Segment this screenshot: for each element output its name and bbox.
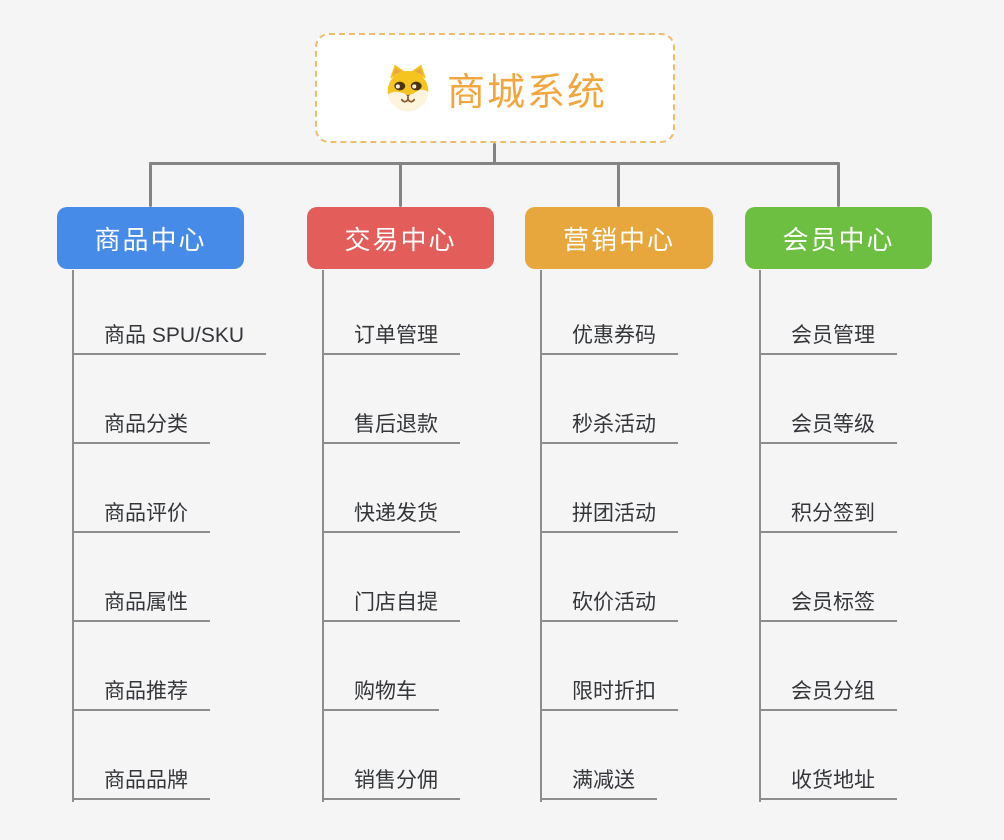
node-item[interactable]: 购物车: [322, 675, 439, 711]
branch-label: 交易中心: [344, 224, 457, 255]
connector-bus: [149, 162, 840, 165]
branch-node-marketing[interactable]: 营销中心: [525, 207, 713, 269]
root-node[interactable]: 商城系统: [315, 33, 675, 143]
node-item[interactable]: 商品 SPU/SKU: [72, 319, 267, 355]
node-item[interactable]: 商品品牌: [72, 764, 210, 800]
node-item[interactable]: 快递发货: [322, 497, 460, 533]
node-item[interactable]: 满减送: [540, 764, 657, 800]
branch-spine-marketing: [540, 270, 542, 802]
node-item[interactable]: 商品属性: [72, 586, 210, 622]
node-item[interactable]: 限时折扣: [540, 675, 678, 711]
node-item[interactable]: 门店自提: [322, 586, 460, 622]
node-item[interactable]: 会员管理: [759, 319, 897, 355]
root-title: 商城系统: [446, 71, 607, 114]
connector-drop-4: [837, 162, 840, 207]
connector-drop-1: [149, 162, 152, 207]
branch-label: 会员中心: [782, 224, 895, 255]
branch-spine-trade: [322, 270, 324, 802]
branch-label: 营销中心: [562, 224, 675, 255]
node-item[interactable]: 订单管理: [322, 319, 460, 355]
node-item[interactable]: 拼团活动: [540, 497, 678, 533]
node-item[interactable]: 秒杀活动: [540, 408, 678, 444]
node-item[interactable]: 销售分佣: [322, 764, 460, 800]
node-item[interactable]: 优惠券码: [540, 319, 678, 355]
branch-node-member[interactable]: 会员中心: [745, 207, 932, 269]
branch-spine-member: [759, 270, 761, 802]
node-item[interactable]: 商品分类: [72, 408, 210, 444]
branch-node-product[interactable]: 商品中心: [57, 207, 244, 269]
node-item[interactable]: 会员分组: [759, 675, 897, 711]
node-item[interactable]: 会员标签: [759, 586, 897, 622]
connector-drop-3: [617, 162, 620, 207]
node-item[interactable]: 售后退款: [322, 408, 460, 444]
branch-label: 商品中心: [94, 224, 207, 255]
branch-spine-product: [72, 270, 74, 802]
connector-drop-2: [399, 162, 402, 207]
node-item[interactable]: 收货地址: [759, 764, 897, 800]
branch-node-trade[interactable]: 交易中心: [307, 207, 494, 269]
node-item[interactable]: 会员等级: [759, 408, 897, 444]
root-connector-stub: [493, 143, 496, 165]
node-item[interactable]: 商品推荐: [72, 675, 210, 711]
node-item[interactable]: 商品评价: [72, 497, 210, 533]
doge-icon: [387, 64, 429, 112]
node-item[interactable]: 砍价活动: [540, 586, 678, 622]
node-item[interactable]: 积分签到: [759, 497, 897, 533]
